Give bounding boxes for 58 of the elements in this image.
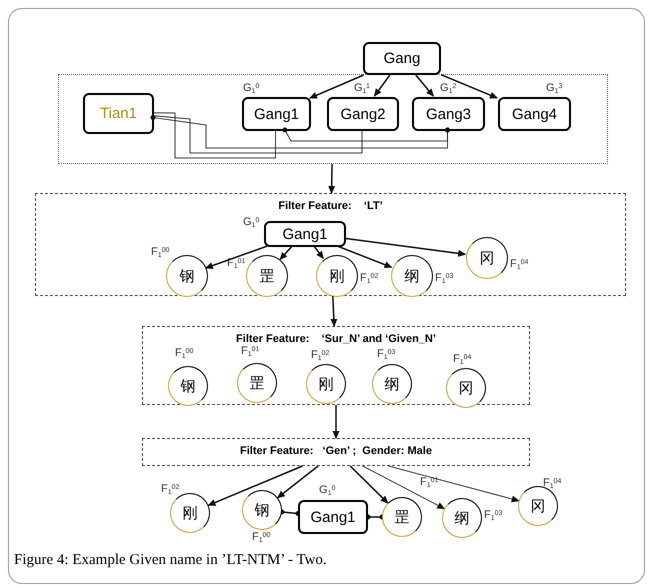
character-label: 刚 [330, 268, 344, 284]
arrow [208, 465, 303, 506]
name-box [242, 97, 311, 131]
filter-panel [142, 438, 530, 466]
arrow [344, 238, 466, 257]
name-box [498, 97, 571, 131]
name-box [363, 42, 441, 75]
character-label: 冈 [530, 498, 546, 514]
arrow [440, 74, 498, 99]
character-label: 罡 [250, 376, 264, 390]
character-label: 钢 [254, 502, 270, 518]
figure-caption: Figure 4: Example Given name in ’LT-NTM’ - Two. [14, 551, 327, 570]
character-label: 钢 [180, 378, 196, 394]
arrow [204, 245, 268, 269]
filter-panel [142, 326, 530, 405]
filter-heading: Filter Feature: ‘Gen’ ; Gender: Male [240, 444, 432, 459]
connector-line [152, 112, 276, 158]
node-label: Gang2 [340, 106, 386, 122]
character-label: 刚 [318, 376, 334, 392]
arrow [309, 74, 364, 99]
arrow [336, 245, 392, 268]
character-label: 罡 [394, 510, 410, 524]
filter-heading: Filter Feature: ‘LT’ [278, 199, 383, 214]
name-box [298, 500, 368, 534]
arrow [328, 164, 336, 194]
arrow [415, 74, 434, 97]
arrow [350, 465, 389, 504]
node-label: Gang1 [254, 106, 300, 122]
name-box [83, 93, 154, 134]
connector-line [152, 115, 362, 154]
group-frame [58, 74, 608, 164]
arrow [362, 466, 446, 510]
node-label: Gang1 [310, 510, 356, 524]
character-label: 冈 [480, 250, 494, 266]
node-label: Gang [384, 51, 420, 66]
character-label: 纲 [454, 510, 470, 526]
arrow [374, 74, 390, 97]
character-label: 冈 [458, 380, 474, 396]
character-label: 罡 [260, 268, 274, 284]
arrow [313, 246, 324, 260]
arrow [276, 465, 319, 498]
arrow [279, 246, 293, 260]
character-label: 钢 [180, 268, 194, 284]
character-label: 纲 [384, 376, 400, 392]
node-label: Tian1 [100, 106, 137, 121]
filter-heading: Filter Feature: ‘Sur_N’ and ‘Given_N’ [236, 332, 436, 346]
arrow [332, 405, 340, 439]
node-label: Gang3 [426, 106, 472, 122]
character-label: 纲 [404, 268, 420, 284]
name-box [264, 221, 346, 247]
character-label: 刚 [182, 506, 198, 520]
filter-panel [35, 193, 626, 296]
node-label: Gang4 [512, 106, 558, 122]
name-box [412, 97, 485, 131]
name-box [327, 97, 399, 131]
node-label: Gang1 [282, 226, 328, 242]
arrow [330, 296, 338, 327]
arrow [388, 466, 520, 502]
